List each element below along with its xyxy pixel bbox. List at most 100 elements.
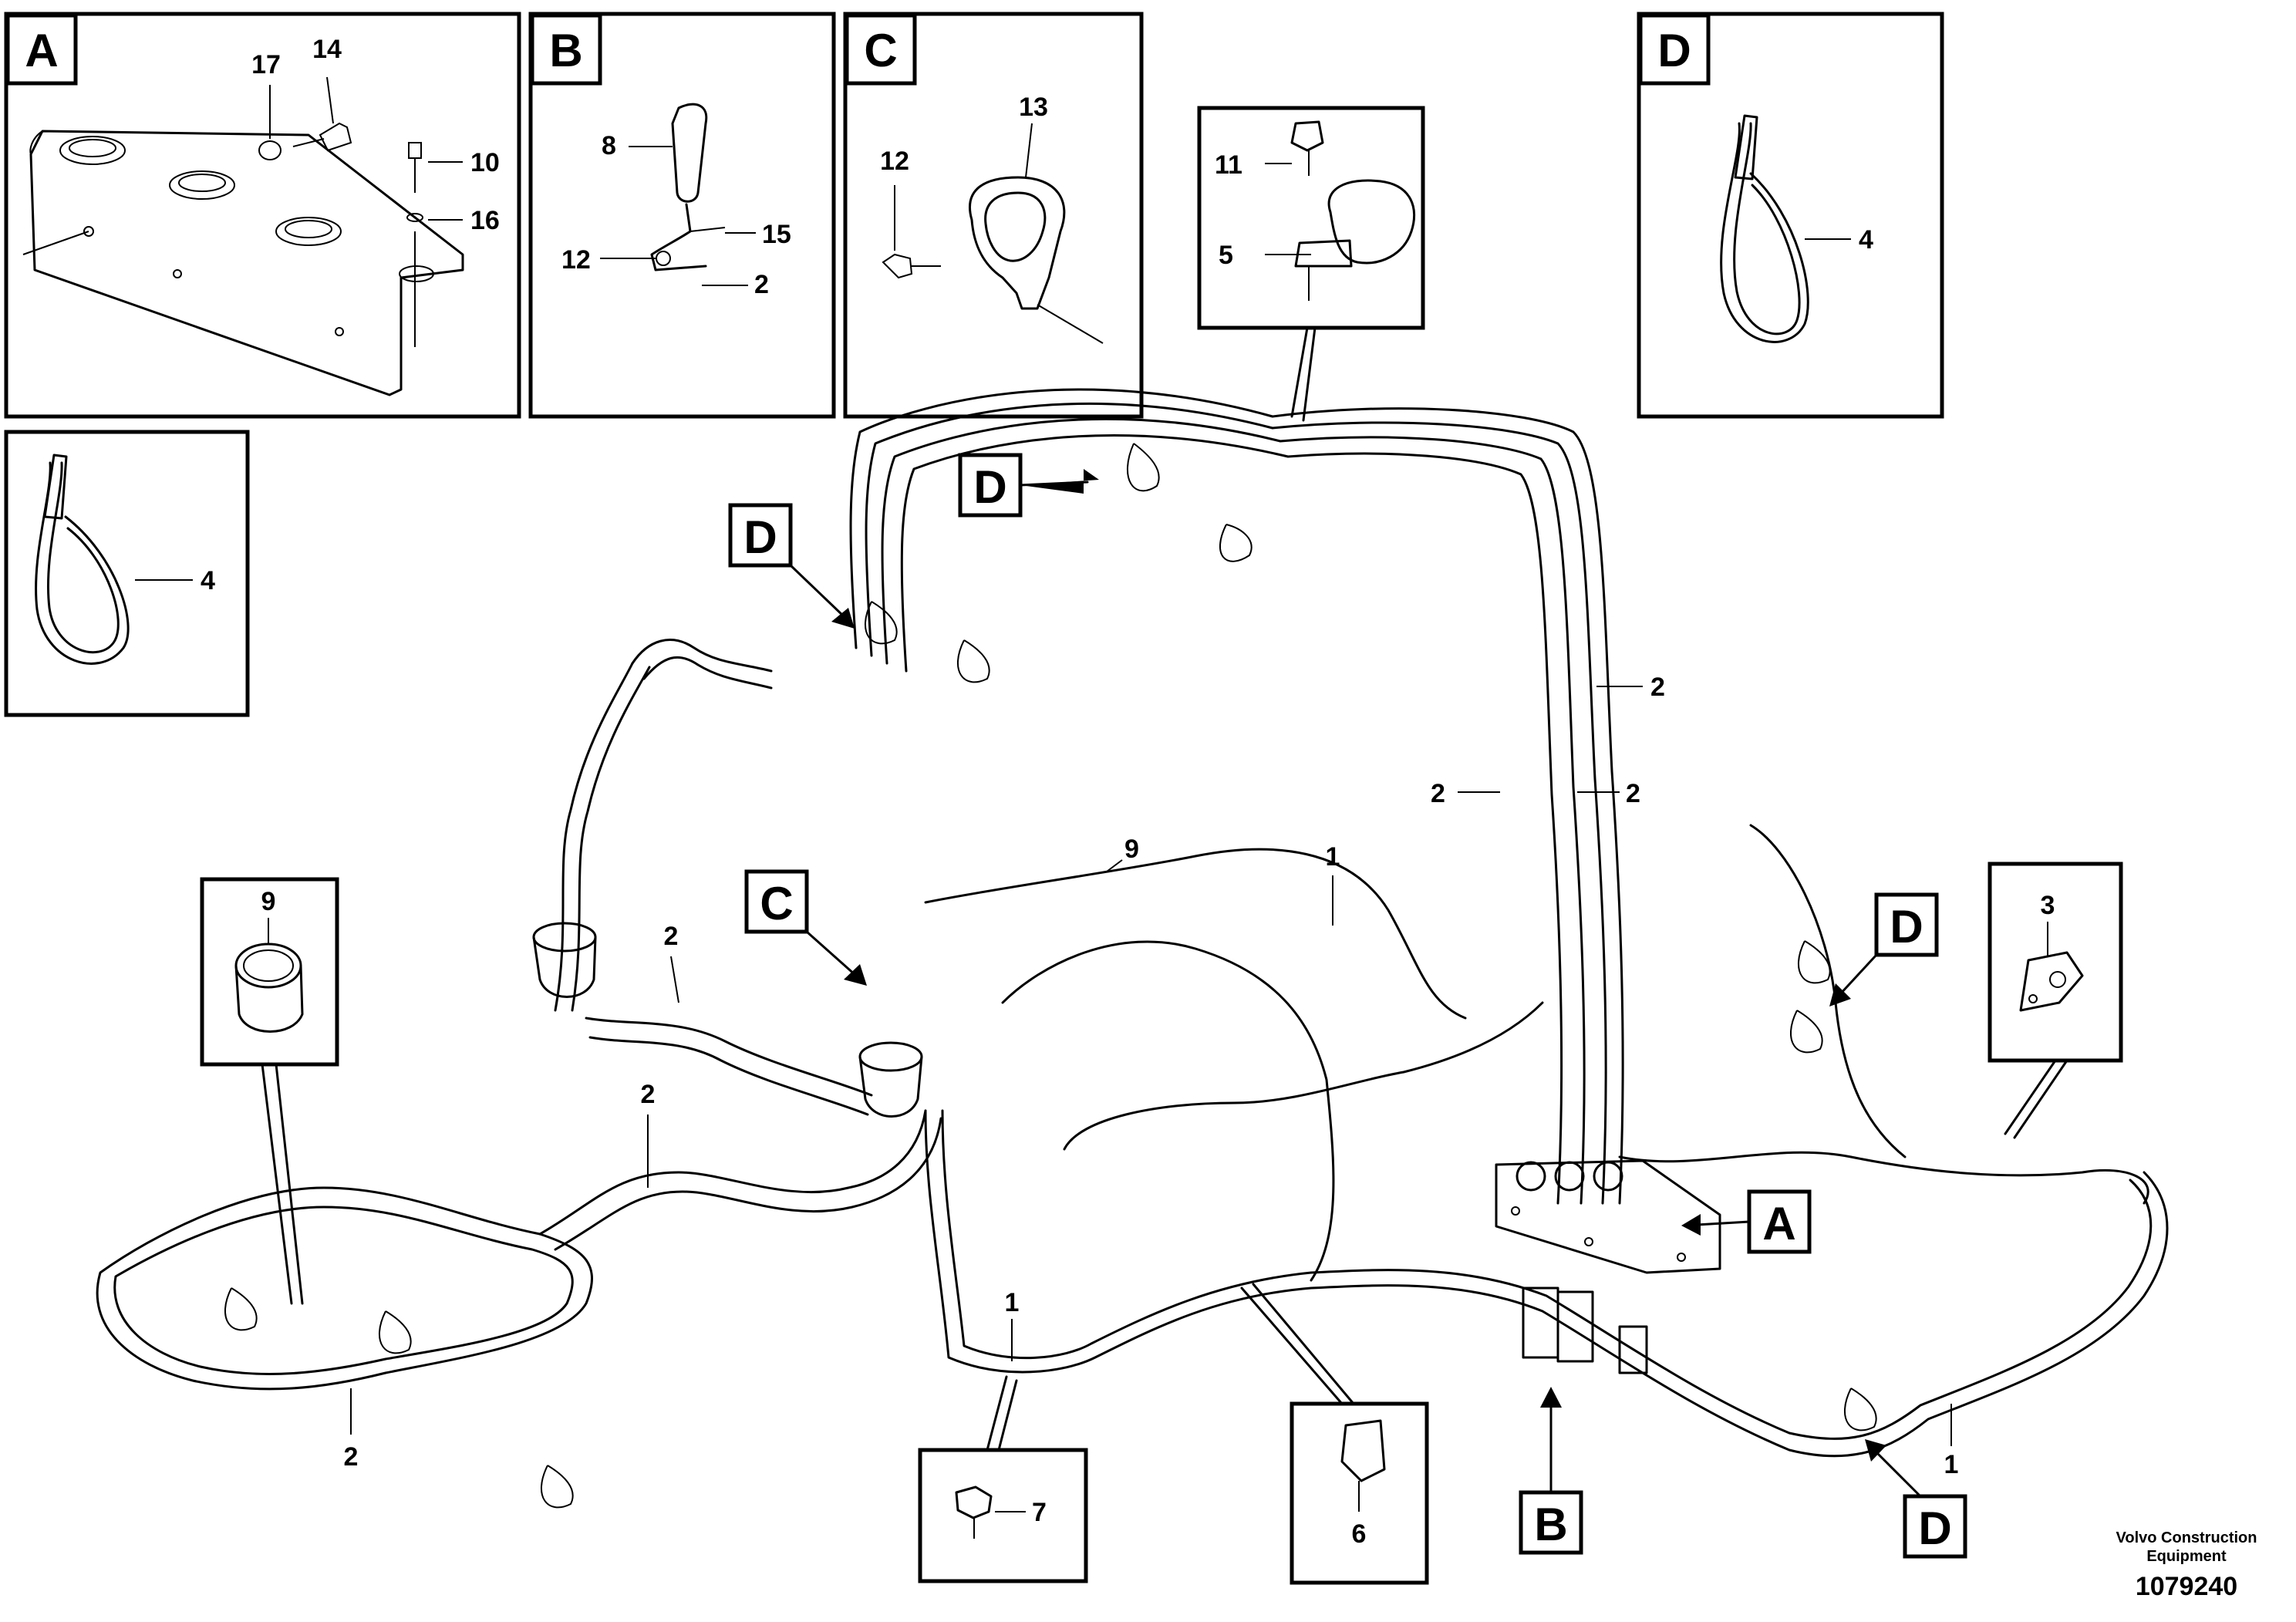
harness-2-overhead-3 — [881, 417, 1586, 1205]
harness-2-left-loop — [96, 1186, 593, 1391]
callout-2-f: 2 — [344, 1442, 359, 1472]
bolt-11 — [1290, 120, 1324, 152]
detail-box-connector-9: 9 — [200, 877, 339, 1305]
cable-tie-4 — [1720, 122, 1809, 343]
detail-box-d-top: D 4 — [1637, 12, 1944, 419]
number-callouts: 2 2 2 9 1 2 2 2 1 1 — [344, 673, 1959, 1479]
detail-box-c: C 12 13 — [843, 12, 1144, 419]
nut-12-c — [882, 253, 913, 279]
bracket-3-frame — [1988, 862, 2123, 1063]
detail-box-a: A 17 14 10 16 — [4, 12, 521, 419]
main-harness — [96, 388, 2169, 1509]
callout-a: A — [1681, 1189, 1812, 1254]
svg-text:B: B — [1534, 1499, 1567, 1550]
harness-2-overhead-4 — [900, 434, 1563, 1205]
callout-1-b: 1 — [1005, 1288, 1020, 1317]
callout-9: 9 — [1124, 835, 1139, 864]
callout-2-a: 2 — [1650, 673, 1665, 702]
cable-tie-4-left — [35, 461, 130, 665]
callout-d-3: D — [1829, 892, 1939, 1007]
part-label-12-c: 12 — [880, 147, 909, 176]
svg-text:D: D — [1918, 1502, 1951, 1554]
detail-box-clip-11-5: 11 5 — [1197, 106, 1425, 422]
harness-right — [1618, 1151, 2149, 1205]
detail-box-clip-6: 6 — [1240, 1283, 1429, 1585]
part-label-6: 6 — [1352, 1519, 1367, 1549]
boot-8 — [671, 103, 708, 203]
callout-1-c: 1 — [1944, 1450, 1959, 1479]
harness-left-upper-branch — [554, 662, 634, 1012]
clip-5 — [1327, 179, 1416, 265]
detail-box-d-left-frame — [4, 430, 250, 717]
detail-box-a-letter: A — [25, 25, 58, 76]
detail-box-b: B 8 12 15 2 — [528, 12, 836, 419]
svg-text:D: D — [743, 511, 777, 563]
detail-box-a-tag — [5, 13, 78, 86]
harness-1-central — [1001, 940, 1335, 1282]
bracket-3 — [2019, 951, 2084, 1012]
callout-d-1: D — [958, 453, 1099, 518]
part-label-5: 5 — [1219, 241, 1233, 270]
callout-1-a: 1 — [1326, 842, 1340, 872]
svg-text:C: C — [760, 878, 793, 929]
callout-b: B — [1519, 1387, 1583, 1555]
part-label-13: 13 — [1019, 93, 1048, 122]
part-label-17: 17 — [251, 50, 281, 79]
callout-d-2: D — [728, 503, 855, 629]
detail-box-d-top-letter: D — [1657, 25, 1691, 76]
screw-14 — [319, 122, 352, 152]
credit-block: Volvo Construction Equipment 1079240 — [2116, 1529, 2257, 1601]
clip-box-frame — [1197, 106, 1425, 330]
svg-text:D: D — [973, 461, 1006, 513]
credit-line-1: Volvo Construction — [2116, 1529, 2257, 1546]
bolt-7 — [955, 1485, 993, 1519]
detail-box-d-left: 4 — [4, 430, 250, 717]
detail-box-bracket-3: 3 — [1988, 862, 2123, 1139]
part-label-11: 11 — [1215, 150, 1242, 180]
washer-17 — [258, 140, 282, 160]
wire-2-segment — [650, 203, 707, 271]
valve-block — [1495, 1159, 1721, 1274]
connector-9-frame — [200, 877, 339, 1067]
detail-box-b-tag — [530, 13, 602, 86]
part-label-10: 10 — [470, 148, 500, 177]
grommet-centre — [858, 1041, 923, 1072]
svg-text:A: A — [1762, 1198, 1795, 1249]
bolt-7-frame — [918, 1448, 1088, 1583]
clip-6 — [1340, 1419, 1386, 1482]
part-label-12: 12 — [561, 245, 591, 275]
nut-3 — [275, 217, 342, 246]
nut-12 — [656, 251, 671, 266]
callout-c: C — [744, 869, 867, 986]
detail-box-c-letter: C — [864, 25, 897, 76]
harness-2-overhead-2 — [865, 403, 1607, 1205]
harness-2-overhead-1 — [849, 388, 1624, 1205]
part-label-9-box: 9 — [261, 887, 276, 916]
detail-box-d-top-tag — [1638, 13, 1711, 86]
part-label-2: 2 — [754, 270, 769, 299]
callout-2-b: 2 — [1431, 779, 1445, 808]
callout-2-c: 2 — [1626, 779, 1640, 808]
harness-1-lower — [924, 1109, 2169, 1458]
document-number: 1079240 — [2136, 1572, 2237, 1601]
nut-2 — [169, 170, 235, 200]
mounting-plate — [29, 130, 464, 396]
harness-2-centre — [585, 1017, 873, 1097]
credit-line-2: Equipment — [2146, 1548, 2227, 1565]
grommet-left — [532, 922, 597, 953]
detail-box-bolt-7: 7 — [918, 1375, 1088, 1583]
callout-d-4: D — [1865, 1439, 1967, 1559]
part-label-16: 16 — [470, 206, 500, 235]
clamp-13 — [969, 176, 1066, 310]
part-label-7: 7 — [1032, 1498, 1047, 1527]
nut-1 — [59, 136, 126, 165]
washer-16 — [406, 213, 423, 222]
part-label-4-left: 4 — [201, 566, 215, 595]
callout-2-d: 2 — [664, 922, 679, 951]
part-label-4-top: 4 — [1859, 225, 1873, 255]
part-label-3: 3 — [2041, 891, 2055, 920]
svg-text:D: D — [1890, 901, 1923, 953]
detail-box-c-tag — [845, 13, 917, 86]
